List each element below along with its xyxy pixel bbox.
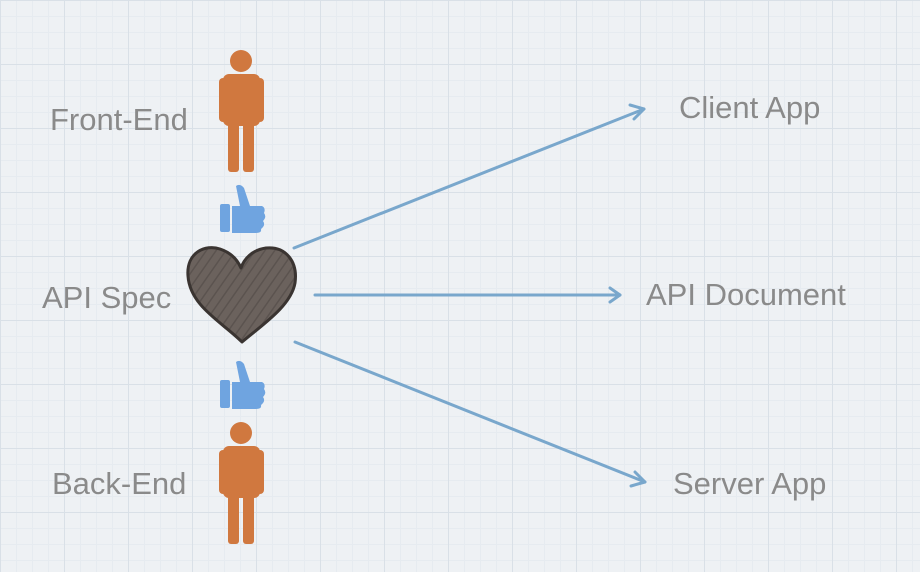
arrow-to-api-document xyxy=(313,286,622,304)
thumbs-up-icon xyxy=(220,360,266,409)
api-spec-label: API Spec xyxy=(42,280,172,315)
api-document-label: API Document xyxy=(646,277,846,312)
thumbs-up-icon xyxy=(220,184,266,233)
server-app-label: Server App xyxy=(673,466,827,501)
client-app-label: Client App xyxy=(679,90,821,125)
arrow-to-client-app xyxy=(292,103,646,250)
front-end-label: Front-End xyxy=(50,102,188,137)
front-end-person-icon xyxy=(219,50,264,172)
back-end-person-icon xyxy=(219,422,264,544)
heart-icon xyxy=(186,246,297,344)
arrow-to-server-app xyxy=(293,340,647,488)
back-end-label: Back-End xyxy=(52,466,187,501)
